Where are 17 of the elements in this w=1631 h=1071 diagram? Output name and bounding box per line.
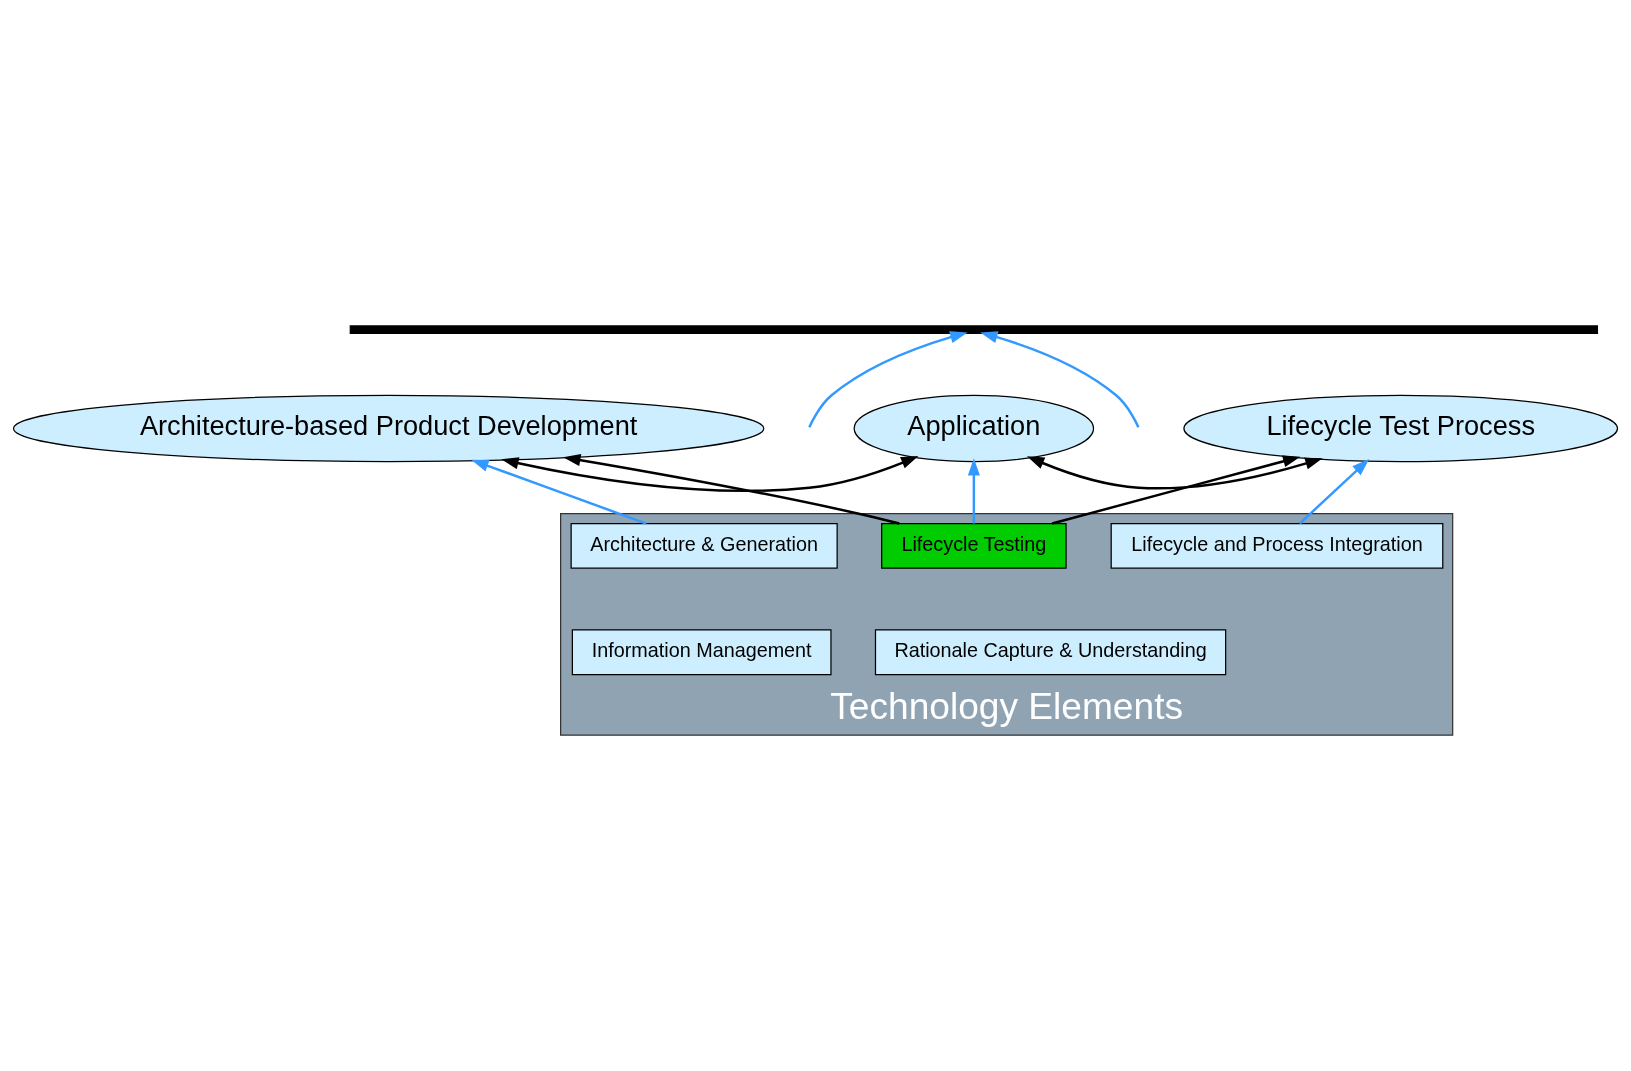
arrow — [563, 454, 900, 525]
arrow — [1051, 455, 1301, 525]
arrow — [808, 331, 968, 428]
node-bar — [349, 325, 1599, 334]
arrow — [967, 458, 980, 524]
node-box: Information Management — [571, 629, 832, 676]
arrow — [501, 456, 919, 492]
node-ellipse: Architecture-based Product Development — [12, 394, 765, 463]
node-box: Architecture & Generation — [570, 522, 838, 569]
node-box: Lifecycle Testing — [881, 522, 1067, 569]
node-box: Lifecycle and Process Integration — [1110, 522, 1444, 569]
arrow — [1026, 456, 1323, 490]
node-box: Rationale Capture & Understanding — [874, 629, 1227, 676]
node-ellipse: Lifecycle Test Process — [1183, 394, 1619, 463]
node-ellipse: Application — [853, 394, 1095, 463]
arrow — [980, 331, 1140, 428]
arrow — [1298, 458, 1370, 525]
